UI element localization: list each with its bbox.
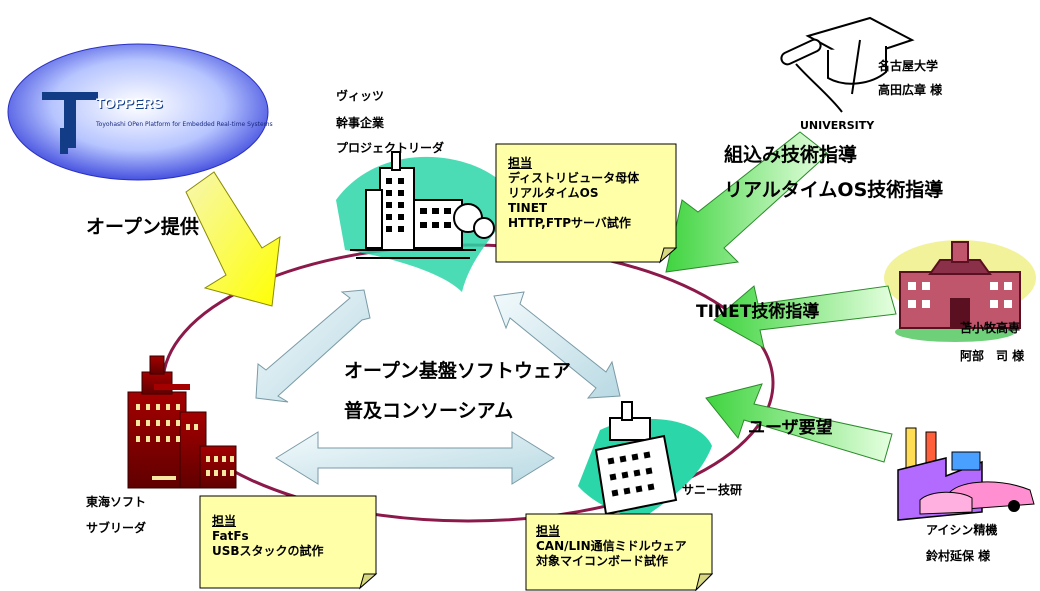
vitz-note-item: リアルタイムOS (508, 186, 599, 200)
tomakomai-name: 苫小牧高専 (960, 321, 1021, 335)
sunny-name: サニー技研 (682, 483, 743, 497)
vitz-note-item: TINET (508, 201, 548, 215)
vitz-building-icon (336, 151, 510, 292)
vitz-note-box (495, 143, 678, 264)
university-cap-text: UNIVERSITY (800, 119, 875, 132)
vitz-note-head: 担当 (508, 156, 533, 170)
tokai-note-box (199, 495, 378, 590)
tokai-note-item: FatFs (212, 529, 249, 543)
sunny-building-icon (578, 401, 712, 520)
vitz-note-item: HTTP,FTPサーバ試作 (508, 216, 631, 230)
tomakomai-guidance-arrow (713, 285, 897, 349)
open-provision-arrow (185, 171, 281, 307)
double-arrow-tokai-sunny (275, 431, 555, 485)
double-arrow-vitz-tokai (255, 289, 371, 403)
vitz-note-item: ディストリビュータ母体 (508, 171, 640, 185)
aisin-request-arrow (705, 383, 893, 463)
toppers-logo-subtext: Toyohashi OPen Platform for Embedded Rea… (96, 121, 273, 128)
sunny-note-box (525, 513, 714, 591)
consortium-title-2: 普及コンソーシアム (344, 400, 514, 422)
vitz-leader: プロジェクトリーダ (336, 141, 445, 155)
aisin-name: アイシン精機 (926, 523, 998, 537)
toppers-logo (7, 43, 269, 181)
sunny-note: 担当 CAN/LIN通信ミドルウェア 対象マイコンボード試作 (536, 524, 687, 569)
vitz-role: 幹事企業 (336, 116, 385, 130)
tokai-note-item: USBスタックの試作 (212, 544, 324, 558)
double-arrow-vitz-sunny (493, 291, 621, 399)
sunny-note-head: 担当 (536, 524, 561, 538)
tokai-name: 東海ソフト (86, 495, 147, 509)
tomakomai-school-icon (884, 240, 1036, 342)
tomakomai-person: 阿部 司 様 (960, 349, 1025, 363)
university-person: 高田広章 様 (878, 83, 943, 97)
open-provision-label: オープン提供 (86, 216, 199, 238)
vitz-note: 担当 ディストリビュータ母体 リアルタイムOS TINET HTTP,FTPサー… (508, 156, 639, 231)
toppers-logo-text: TOPPERS (96, 95, 163, 111)
vitz-name: ヴィッツ (336, 89, 385, 103)
aisin-person: 鈴村延保 様 (926, 549, 991, 563)
university-guidance-2: リアルタイムOS技術指導 (724, 179, 944, 201)
consortium-title-1: オープン基盤ソフトウェア (344, 360, 571, 382)
university-name: 名古屋大学 (878, 59, 939, 73)
university-guidance-arrow (665, 131, 829, 273)
user-request-label: ユーザ要望 (748, 418, 833, 438)
sunny-note-item: 対象マイコンボード試作 (536, 554, 669, 568)
university-cap-icon (780, 16, 915, 113)
tokai-role: サブリーダ (86, 521, 147, 535)
tokai-building-icon (127, 355, 237, 489)
sunny-note-item: CAN/LIN通信ミドルウェア (536, 539, 687, 553)
tinet-guidance-label: TINET技術指導 (696, 302, 820, 322)
tokai-note-head: 担当 (212, 514, 237, 528)
aisin-factory-icon (897, 427, 1035, 521)
university-guidance-1: 組込み技術指導 (724, 144, 858, 166)
tokai-note: 担当 FatFs USBスタックの試作 (212, 514, 324, 559)
